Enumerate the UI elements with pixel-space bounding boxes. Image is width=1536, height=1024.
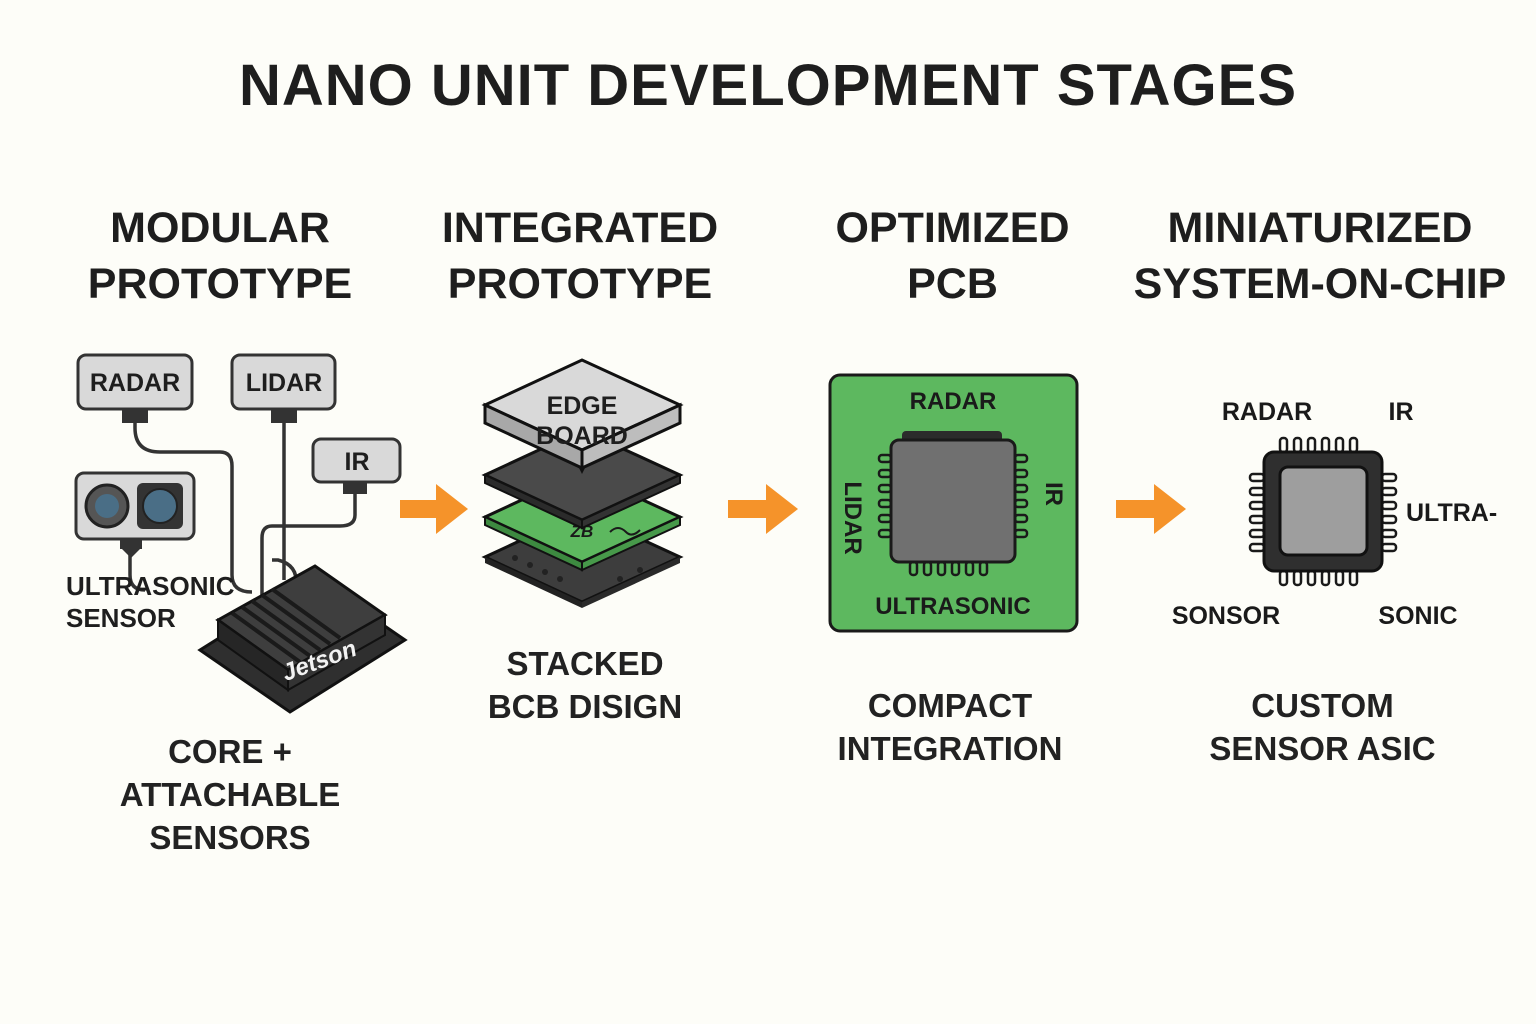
stage-1-title: MODULAR PROTOTYPE xyxy=(40,200,400,312)
radar-label: RADAR xyxy=(90,369,180,397)
soc-ir-label: IR xyxy=(1389,398,1414,426)
core-compute-module: Jetson xyxy=(197,564,408,714)
stage-arrow-2 xyxy=(728,484,798,534)
stage-3-caption: COMPACT INTEGRATION xyxy=(800,684,1100,770)
soc-chip xyxy=(1248,436,1398,587)
stage-2-title: INTEGRATED PROTOTYPE xyxy=(410,200,750,312)
lidar-module: LIDAR xyxy=(230,353,337,423)
stage-4-caption-line1: CUSTOM xyxy=(1251,687,1394,724)
edge-board-label-line1: EDGE xyxy=(547,392,618,420)
stage-2-caption-line1: STACKED xyxy=(506,645,664,682)
stage-1-title-line2: PROTOTYPE xyxy=(87,260,353,308)
soc-radar-label: RADAR xyxy=(1222,398,1312,426)
stage-4-title: MINIATURIZED SYSTEM-ON-CHIP xyxy=(1130,200,1510,312)
stage-3-title: OPTIMIZED PCB xyxy=(790,200,1115,312)
stage-1-illustration: RADAR LIDAR IR ULTRASONIC SENSOR xyxy=(66,353,408,714)
stage-1-caption-line2: ATTACHABLE xyxy=(119,776,341,813)
ir-module: IR xyxy=(311,437,402,494)
stage-4-caption: CUSTOM SENSOR ASIC xyxy=(1170,684,1475,770)
stage-2-title-line2: PROTOTYPE xyxy=(447,260,713,308)
stage-2-caption: STACKED BCB DISIGN xyxy=(440,642,730,728)
edge-board-label-line2: BOARD xyxy=(536,422,628,450)
pcb-radar-label: RADAR xyxy=(910,388,997,415)
radar-module: RADAR xyxy=(76,353,194,423)
soc-ultra-label: ULTRA- xyxy=(1406,499,1497,527)
ultrasonic-label-line2: SENSOR xyxy=(66,603,176,633)
stage-3-illustration: RADAR ULTRASONIC LIDAR IR xyxy=(828,373,1079,633)
chip-mark-label: ZB xyxy=(570,522,594,541)
stage-2-title-line1: INTEGRATED xyxy=(441,204,719,252)
stacked-layer-middle xyxy=(481,428,684,530)
lidar-label: LIDAR xyxy=(246,369,322,397)
stage-4-title-line2: SYSTEM-ON-CHIP xyxy=(1133,260,1507,308)
stage-2-caption-line2: BCB DISIGN xyxy=(487,688,683,725)
pcb-lidar-label: LIDAR xyxy=(839,481,866,554)
edge-board-layer: EDGE BOARD xyxy=(481,358,684,474)
pcb-ultrasonic-label: ULTRASONIC xyxy=(875,593,1031,620)
ultrasonic-label-line1: ULTRASONIC xyxy=(66,571,235,601)
page-title: NANO UNIT DEVELOPMENT STAGES xyxy=(238,53,1298,118)
pcb-ir-label: IR xyxy=(1040,482,1067,506)
ultrasonic-module: ULTRASONIC SENSOR xyxy=(66,471,235,633)
stage-3-caption-line2: INTEGRATION xyxy=(837,730,1063,767)
stage-3-title-line2: PCB xyxy=(907,260,998,308)
pcb-chip xyxy=(877,431,1029,577)
stage-4-title-line1: MINIATURIZED xyxy=(1167,204,1473,252)
stage-1-caption-line1: CORE + xyxy=(168,733,292,770)
soc-sonic-label: SONIC xyxy=(1378,602,1457,630)
stage-4-illustration: RADAR IR ULTRA- SONSOR SONIC xyxy=(1172,398,1497,630)
soc-sensor-label: SONSOR xyxy=(1172,602,1280,630)
stage-3-caption-line1: COMPACT xyxy=(867,687,1033,724)
ir-label: IR xyxy=(345,448,370,476)
stage-3-title-line1: OPTIMIZED xyxy=(835,204,1070,252)
stage-arrow-1 xyxy=(400,484,468,534)
stage-1-caption: CORE + ATTACHABLE SENSORS xyxy=(80,730,380,859)
stage-1-title-line1: MODULAR xyxy=(110,204,330,252)
stage-1-caption-line3: SENSORS xyxy=(149,819,311,856)
stage-4-caption-line2: SENSOR ASIC xyxy=(1209,730,1436,767)
stage-2-illustration: ZB EDGE BOARD xyxy=(481,358,684,608)
stage-arrow-3 xyxy=(1116,484,1186,534)
